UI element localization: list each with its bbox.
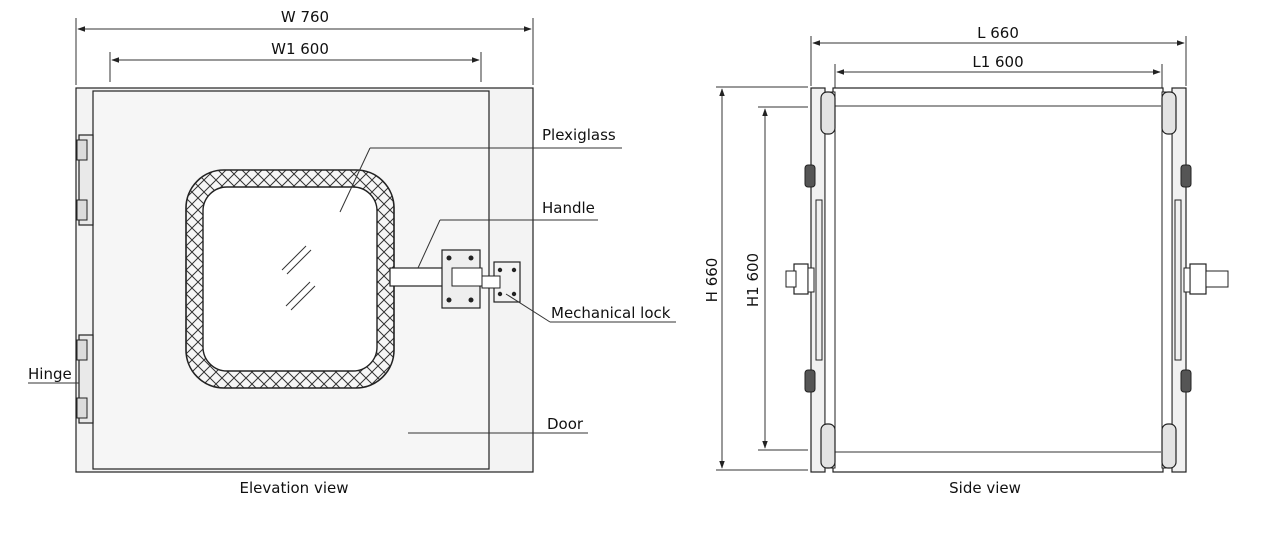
label-hinge: Hinge — [28, 365, 72, 383]
dimension-width-label: W 760 — [281, 8, 329, 26]
dimension-inner-height-label: H1 600 — [744, 253, 762, 307]
dimension-inner-length-label: L1 600 — [972, 53, 1023, 71]
dimension-length: L 660 — [810, 24, 1187, 86]
label-plexiglass: Plexiglass — [542, 126, 616, 144]
side-view: L 660 L1 600 H 660 H1 600 — [703, 24, 1229, 497]
label-mechanical-lock: Mechanical lock — [551, 304, 671, 322]
dimension-height: H 660 — [703, 86, 808, 471]
hinge-bottom — [76, 334, 94, 424]
caption-elevation-view: Elevation view — [240, 479, 349, 497]
label-handle: Handle — [542, 199, 595, 217]
right-door-edge — [1161, 87, 1192, 473]
plexiglass-window — [185, 169, 395, 389]
mechanical-lock — [481, 261, 521, 303]
hinge-top — [76, 134, 94, 226]
left-handle — [785, 263, 815, 295]
left-door-edge — [804, 87, 836, 473]
dimension-length-label: L 660 — [977, 24, 1019, 42]
handle — [389, 249, 483, 309]
dimension-inner-height: H1 600 — [744, 106, 808, 451]
cabinet-body — [832, 87, 1164, 473]
dimension-width: W 760 — [75, 8, 534, 85]
dimension-inner-width-label: W1 600 — [271, 40, 329, 58]
elevation-view: W 760 W1 600 — [28, 8, 676, 497]
right-handle — [1183, 263, 1229, 295]
dimension-inner-length: L1 600 — [834, 53, 1163, 88]
caption-side-view: Side view — [949, 479, 1021, 497]
dimension-inner-width: W1 600 — [109, 40, 482, 82]
label-door: Door — [547, 415, 584, 433]
dimension-height-label: H 660 — [703, 258, 721, 303]
